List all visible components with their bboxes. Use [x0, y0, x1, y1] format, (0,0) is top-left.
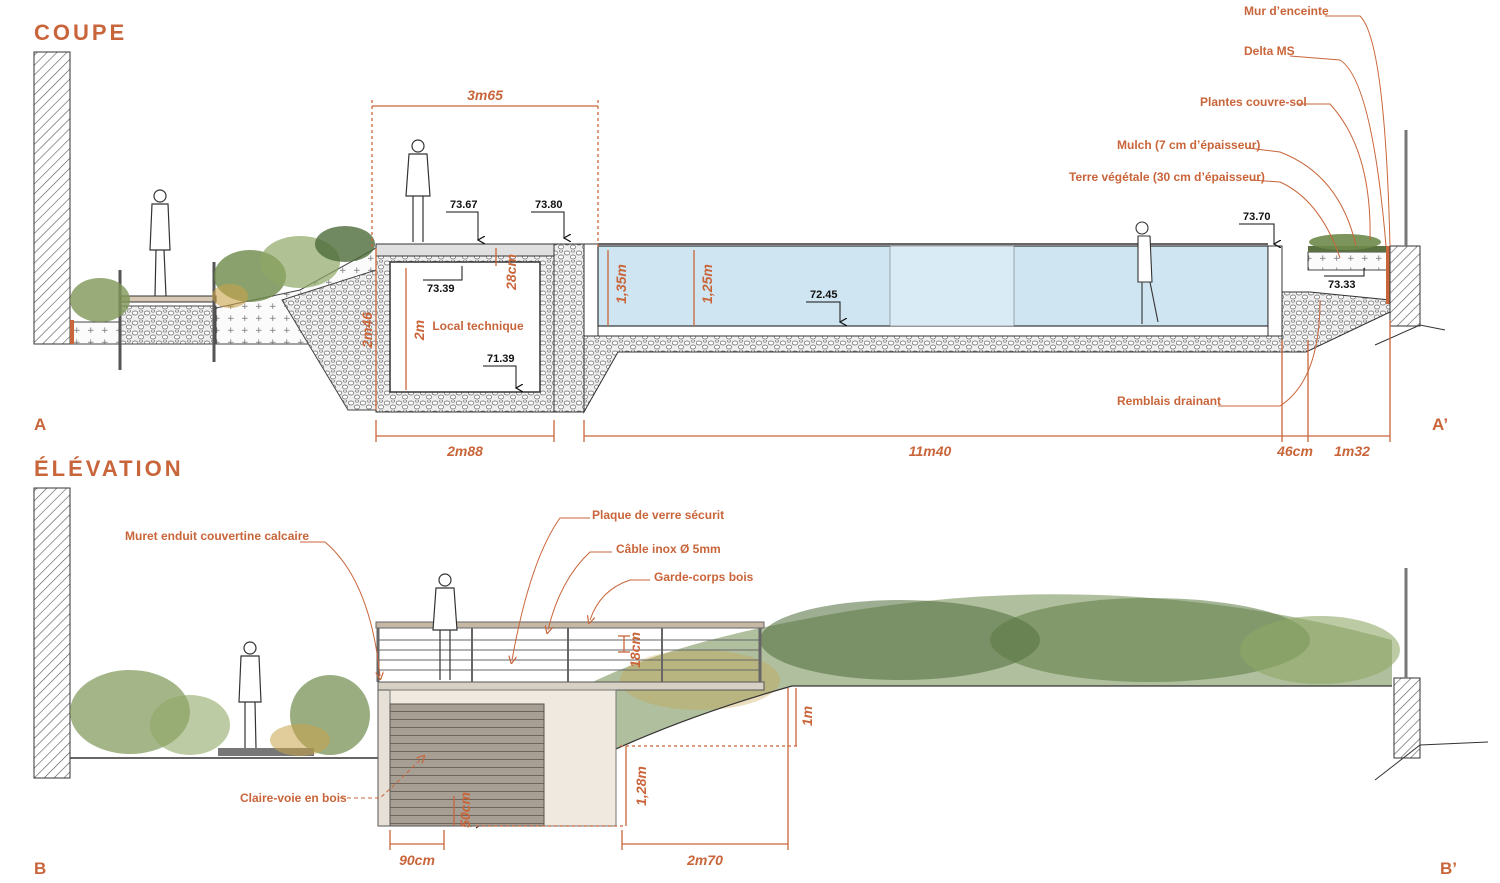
- dim-top-width: 3m65: [467, 87, 503, 103]
- svg-text:73.67: 73.67: [450, 199, 478, 211]
- callout-terre: Terre végétale (30 cm d’épaisseur): [1069, 170, 1265, 184]
- dim-planter: 1m32: [1334, 443, 1370, 459]
- svg-text:73.33: 73.33: [1328, 279, 1356, 291]
- level-marker-3: 73.39: [423, 266, 463, 295]
- railing: [375, 621, 765, 682]
- dim-1m: 1m: [799, 706, 815, 726]
- level-marker-4: 71.39: [483, 353, 516, 388]
- callout-claire-voie: Claire-voie en bois: [240, 791, 347, 805]
- callout-delta-ms: Delta MS: [1244, 44, 1295, 58]
- callout-garde: Garde-corps bois: [654, 570, 754, 584]
- callout-mulch: Mulch (7 cm d’épaisseur): [1117, 138, 1260, 152]
- dim-depth-125: 1,25m: [699, 264, 715, 304]
- elev-boardwalk: [218, 748, 314, 756]
- dim-gap: 46cm: [1276, 443, 1313, 459]
- elev-right-wall: [1393, 677, 1421, 759]
- callout-verre: Plaque de verre sécurit: [592, 508, 724, 522]
- level-marker-1: 73.67: [446, 199, 478, 240]
- coupe-title: COUPE: [34, 20, 127, 45]
- right-wall: [1389, 245, 1421, 327]
- slab: [375, 243, 555, 257]
- muret-coping: [377, 681, 765, 691]
- elevation-section: Muret enduit couvertine calcaire Plaque …: [33, 487, 1489, 878]
- marker-b-prime: B’: [1440, 859, 1457, 878]
- level-marker-6: 73.70: [1239, 211, 1274, 244]
- dim-270m: 2m70: [686, 852, 723, 868]
- callout-plantes: Plantes couvre-sol: [1200, 95, 1307, 109]
- dim-50cm: 50cm: [457, 792, 473, 828]
- boardwalk-base: [119, 305, 217, 345]
- boardwalk: [119, 295, 217, 303]
- callout-cable: Câble inox Ø 5mm: [616, 542, 721, 556]
- swimmer-figure: [1135, 221, 1159, 324]
- dim-local-height: 2m: [411, 320, 427, 341]
- terre-vegetale: [1307, 251, 1389, 271]
- pool-base: [583, 335, 1283, 414]
- dim-90cm: 90cm: [399, 852, 435, 868]
- marker-b: B: [34, 859, 46, 878]
- left-soil: [69, 321, 123, 345]
- svg-text:73.39: 73.39: [427, 283, 455, 295]
- dim-18cm: 18cm: [627, 632, 643, 668]
- local-technique-room: [389, 261, 541, 393]
- dim-128m: 1,28m: [633, 766, 649, 806]
- level-marker-7: 73.33: [1324, 268, 1365, 291]
- level-marker-5: 72.45: [806, 289, 840, 322]
- local-technique-label: Local technique: [432, 319, 524, 333]
- coupe-section: 3m65 2m88 11m40 46cm 1m32 2m46 2m 28cm 1…: [33, 4, 1448, 459]
- callout-mur-enceinte: Mur d’enceinte: [1244, 4, 1329, 18]
- person-figure-3: [238, 641, 262, 749]
- svg-text:73.70: 73.70: [1243, 211, 1271, 223]
- callout-muret: Muret enduit couvertine calcaire: [125, 529, 309, 543]
- level-marker-2: 73.80: [531, 199, 564, 238]
- dim-pool-length: 11m40: [909, 443, 952, 459]
- svg-text:73.80: 73.80: [535, 199, 563, 211]
- dim-local-width: 2m88: [446, 443, 483, 459]
- person-figure-4: [432, 573, 458, 680]
- svg-text:72.45: 72.45: [810, 289, 838, 301]
- marker-a: A: [34, 415, 46, 434]
- person-figure-1: [149, 189, 171, 297]
- dim-slab: 28cm: [503, 254, 519, 291]
- elev-left-wall: [33, 487, 71, 779]
- person-figure-2: [405, 139, 431, 242]
- svg-text:71.39: 71.39: [487, 353, 515, 365]
- dim-depth-135: 1,35m: [613, 264, 629, 304]
- claire-voie-door: [389, 703, 545, 827]
- elevation-title: ÉLÉVATION: [34, 456, 184, 481]
- callout-remblais: Remblais drainant: [1117, 394, 1221, 408]
- coupe-vegetation: [70, 226, 1381, 322]
- marker-a-prime: A’: [1432, 415, 1448, 434]
- dim-slope-height: 2m46: [359, 312, 375, 349]
- left-wall: [33, 51, 71, 345]
